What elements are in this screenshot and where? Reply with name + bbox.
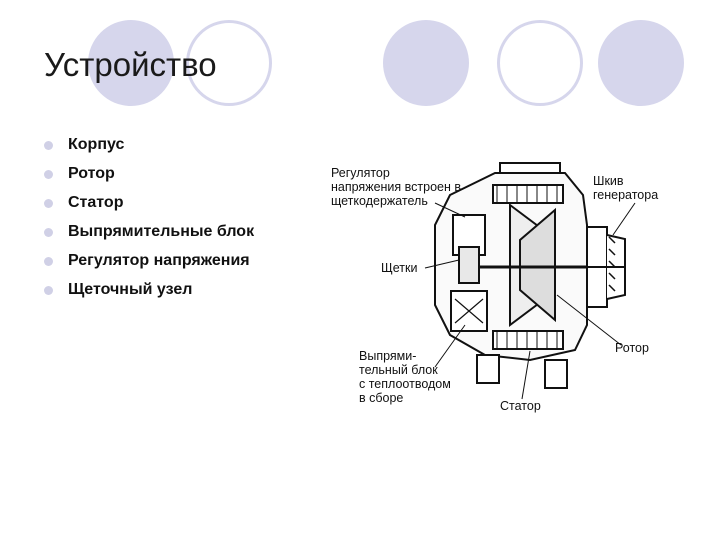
alternator-drawing [434,162,626,389]
bullet-icon [44,170,53,179]
bullet-icon [44,141,53,150]
label-pulley-2: генератора [593,188,658,202]
decor-circle-2 [186,20,272,106]
label-pulley-1: Шкив [593,174,624,188]
list-item: Статор [44,188,254,217]
bullet-icon [44,228,53,237]
label-rectifier-2: тельный блок [359,363,438,377]
decor-circle-1 [88,20,174,106]
list-item-label: Ротор [68,165,115,182]
label-regulator-1: Регулятор [331,166,390,180]
decor-circle-4 [497,20,583,106]
list-item-label: Щеточный узел [68,281,193,298]
alternator-diagram: Регулятор напряжения встроен в щеткодерж… [331,162,658,413]
list-item: Выпрямительные блок [44,217,254,246]
list-item: Ротор [44,159,254,188]
list-item-label: Корпус [68,136,125,153]
list-item: Регулятор напряжения [44,246,254,275]
label-rectifier-1: Выпрями- [359,349,416,363]
decor-circle-3 [383,20,469,106]
bullet-list: Корпус Ротор Статор Выпрямительные блок … [44,130,254,304]
label-rectifier-4: в сборе [359,391,403,405]
list-item-label: Статор [68,194,124,211]
bullet-icon [44,286,53,295]
diagram-labels: Регулятор напряжения встроен в щеткодерж… [331,166,658,413]
list-item-label: Выпрямительные блок [68,223,255,240]
label-regulator-2: напряжения встроен в [331,180,461,194]
label-brushes: Щетки [381,261,417,275]
decor-circle-5 [598,20,684,106]
leader-lines [424,202,636,400]
list-item-label: Регулятор напряжения [68,252,250,269]
page-title: Устройство [44,46,217,83]
label-rectifier-3: с теплоотводом [359,377,451,391]
label-regulator-3: щеткодержатель [331,194,428,208]
label-stator: Статор [500,399,541,413]
bullet-icon [44,199,53,208]
label-rotor: Ротор [615,341,649,355]
list-item: Щеточный узел [44,275,254,304]
list-item: Корпус [44,130,254,159]
bullet-icon [44,257,53,266]
